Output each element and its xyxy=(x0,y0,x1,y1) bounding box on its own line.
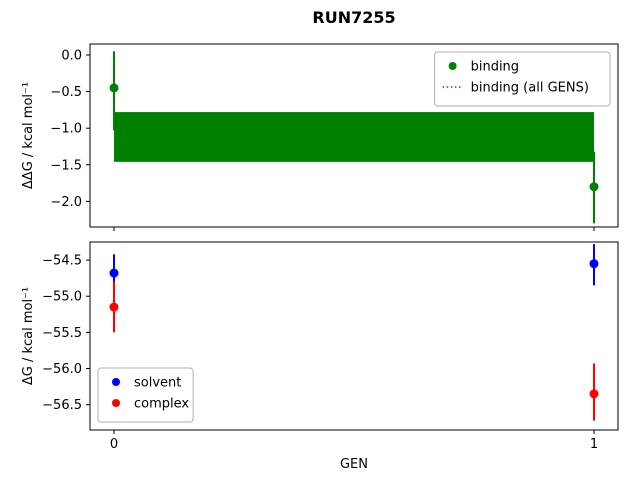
legend-marker-icon xyxy=(112,399,120,407)
y-axis-label: ΔG / kcal mol⁻¹ xyxy=(21,287,36,385)
data-point-binding xyxy=(109,83,119,93)
y-tick-label: −55.5 xyxy=(42,326,82,341)
x-tick-label: 0 xyxy=(110,437,118,452)
y-tick-label: −1.5 xyxy=(50,158,82,173)
legend-label: complex xyxy=(134,397,189,412)
x-tick-label: 1 xyxy=(590,437,598,452)
legend-box xyxy=(434,51,611,107)
data-point-binding xyxy=(589,182,599,192)
data-point-solvent xyxy=(589,259,599,269)
data-point-complex xyxy=(589,389,599,399)
y-tick-label: −2.0 xyxy=(50,195,82,210)
y-axis-label: ΔΔG / kcal mol⁻¹ xyxy=(21,82,36,189)
y-tick-label: −55.0 xyxy=(42,290,82,305)
ddG-subplot: 0.0 −0.5 −1.0 −1.5 −2.0 ΔΔG / kcal mol⁻¹ bindi… xyxy=(21,43,619,231)
y-tick-label: −0.5 xyxy=(50,85,82,100)
legend-box xyxy=(97,367,194,423)
legend-marker-icon xyxy=(112,378,120,386)
band-all-gens xyxy=(114,112,594,162)
axes-frame xyxy=(89,241,619,431)
data-point-complex xyxy=(109,302,119,312)
axes-frame xyxy=(89,43,619,228)
y-tick-label: −56.0 xyxy=(42,362,82,377)
x-axis-label: GEN xyxy=(340,457,368,472)
legend-label: solvent xyxy=(134,376,181,391)
legend-marker-icon xyxy=(448,62,457,70)
y-tick-label: 0.0 xyxy=(61,48,82,63)
y-tick-label: −56.5 xyxy=(42,398,82,413)
legend-label: binding (all GENS) xyxy=(471,81,589,96)
dG-subplot: −54.5 −55.0 −55.5 −56.0 −56.5 0 1 ΔG / kcal mol… xyxy=(21,241,619,472)
legend-label: binding xyxy=(471,60,519,75)
y-tick-label: −1.0 xyxy=(50,122,82,137)
y-tick-label: −54.5 xyxy=(42,254,82,269)
data-point-solvent xyxy=(109,268,119,278)
chart-title: RUN7255 xyxy=(312,8,396,27)
